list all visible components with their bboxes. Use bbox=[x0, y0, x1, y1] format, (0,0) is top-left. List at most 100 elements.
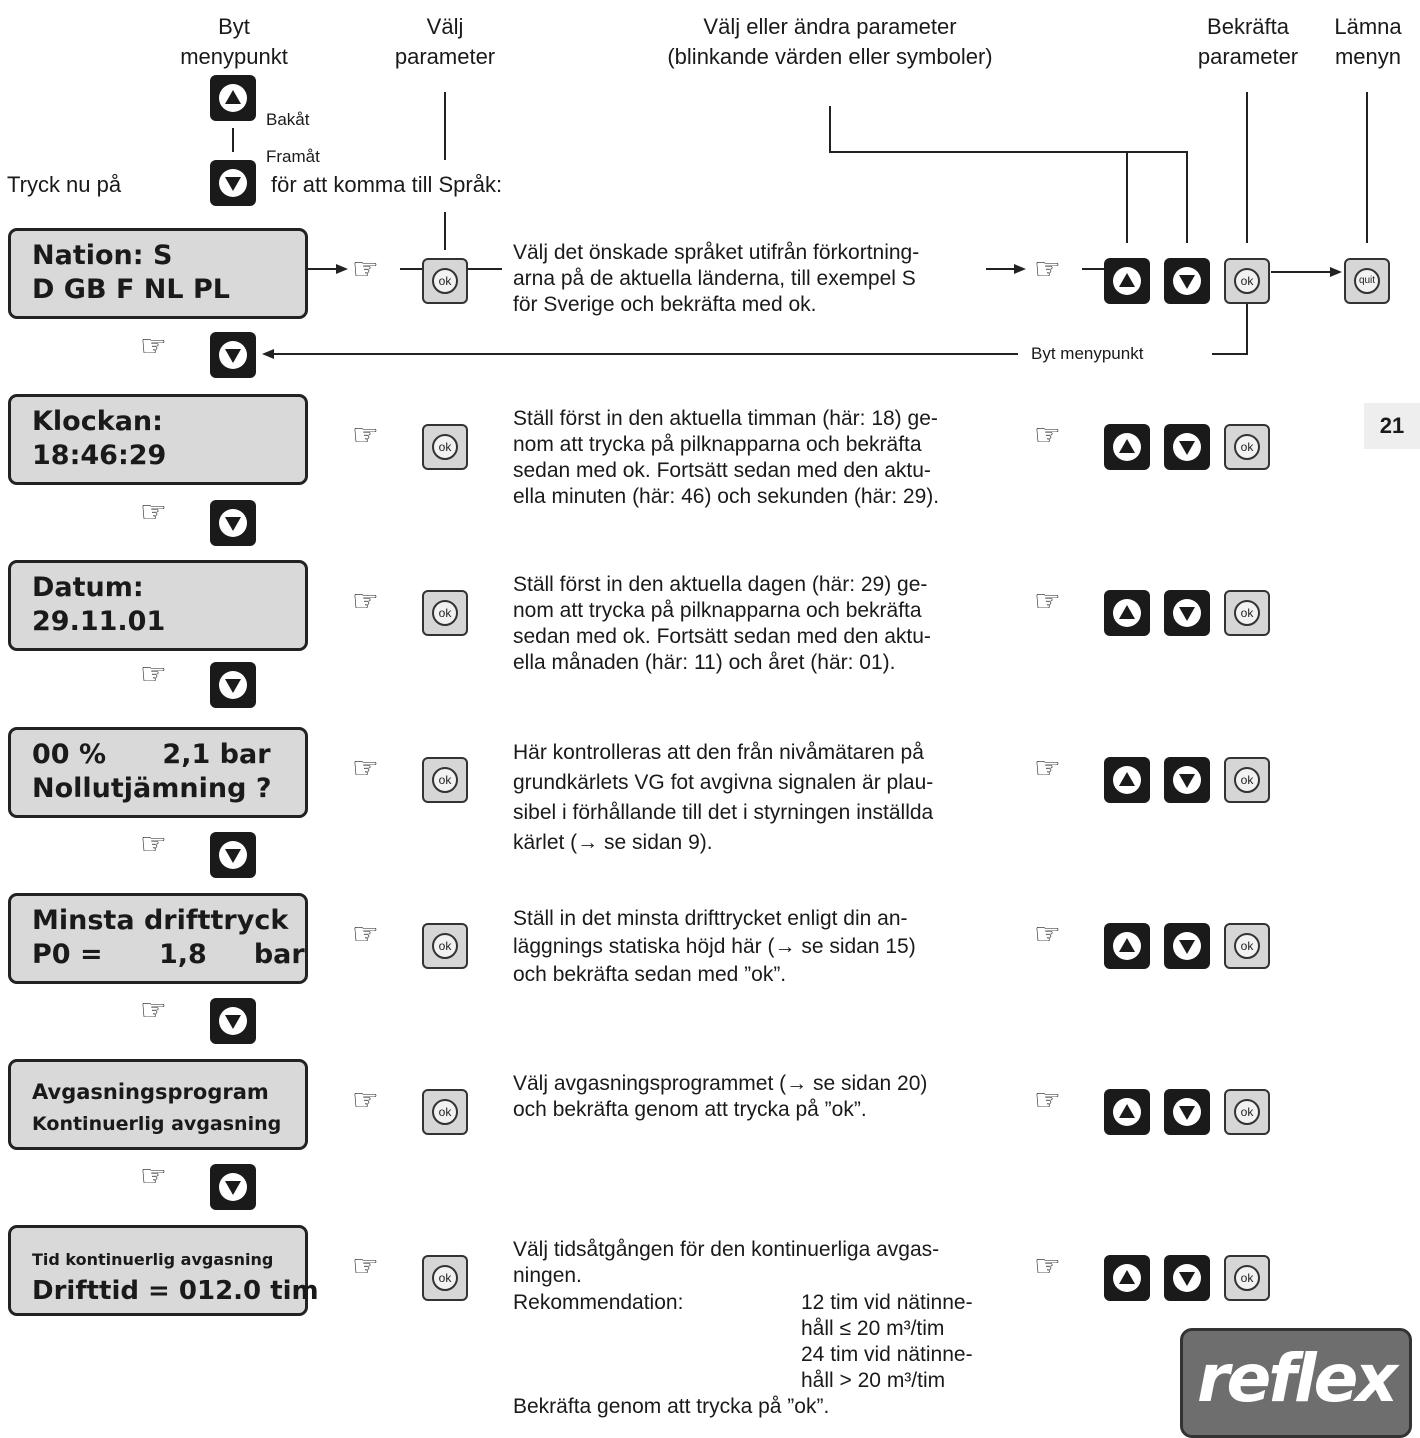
down-button[interactable] bbox=[1164, 1255, 1210, 1301]
back-label: Bakåt bbox=[266, 110, 310, 129]
display-line-1: Tid kontinuerlig avgasning bbox=[32, 1250, 274, 1269]
up-button[interactable] bbox=[1104, 1255, 1150, 1301]
arrow-down-icon bbox=[225, 349, 241, 363]
ok-button[interactable]: ok bbox=[1224, 590, 1270, 636]
down-button[interactable] bbox=[210, 832, 256, 878]
arrow-up-icon bbox=[1119, 772, 1135, 786]
display-line-2: D GB F NL PL bbox=[32, 274, 230, 305]
pointing-hand-icon: ☞ bbox=[352, 253, 379, 286]
down-button[interactable] bbox=[1164, 258, 1210, 304]
pointing-hand-icon: ☞ bbox=[352, 585, 379, 618]
arrow-down-icon bbox=[225, 1015, 241, 1029]
down-button[interactable] bbox=[210, 332, 256, 378]
ok-button[interactable]: ok bbox=[1224, 424, 1270, 470]
ok-button[interactable]: ok bbox=[422, 258, 468, 304]
ok-button[interactable]: ok bbox=[1224, 258, 1270, 304]
ok-button[interactable]: ok bbox=[422, 1089, 468, 1135]
arrow-down-icon bbox=[225, 517, 241, 531]
down-button[interactable] bbox=[1164, 923, 1210, 969]
header-line: Byt bbox=[218, 14, 250, 39]
ok-icon: ok bbox=[432, 434, 458, 460]
header-line: menyn bbox=[1334, 44, 1402, 69]
up-button[interactable] bbox=[1104, 424, 1150, 470]
display-clock: Klockan: 18:46:29 bbox=[8, 394, 308, 485]
arrow-up-icon bbox=[1119, 605, 1135, 619]
down-button[interactable] bbox=[1164, 424, 1210, 470]
pointing-hand-icon: ☞ bbox=[1034, 1250, 1061, 1283]
row-description: Här kontrolleras att den från nivåmätare… bbox=[513, 741, 934, 854]
recommendation-label: Rekommendation: bbox=[513, 1291, 684, 1314]
reflex-logo: reflex bbox=[1180, 1328, 1412, 1438]
ok-button[interactable]: ok bbox=[422, 590, 468, 636]
arrow-up-icon bbox=[1119, 938, 1135, 952]
up-button[interactable] bbox=[1104, 258, 1150, 304]
ok-button[interactable]: ok bbox=[422, 923, 468, 969]
row-description: Välj det önskade språket utifrån förkort… bbox=[513, 241, 920, 316]
ok-icon: ok bbox=[1234, 268, 1260, 294]
up-button[interactable] bbox=[210, 75, 256, 121]
ok-icon: ok bbox=[432, 1265, 458, 1291]
arrow-down-icon bbox=[225, 849, 241, 863]
switch-item-label: Byt menypunkt bbox=[1031, 344, 1144, 363]
down-button[interactable] bbox=[1164, 757, 1210, 803]
display-line-2: 18:46:29 bbox=[32, 440, 167, 471]
down-button[interactable] bbox=[1164, 1089, 1210, 1135]
arrow-down-icon bbox=[225, 177, 241, 191]
ok-icon: ok bbox=[1234, 434, 1260, 460]
display-degassing-program: Avgasningsprogram Kontinuerlig avgasning bbox=[8, 1059, 308, 1150]
up-button[interactable] bbox=[1104, 590, 1150, 636]
header-line: parameter bbox=[394, 44, 496, 69]
forward-label: Framåt bbox=[266, 147, 320, 166]
row-description: Ställ först in den aktuella timman (här:… bbox=[513, 407, 940, 508]
arrow-down-icon bbox=[1179, 1272, 1195, 1286]
ok-button[interactable]: ok bbox=[1224, 1089, 1270, 1135]
pointing-hand-icon: ☞ bbox=[1034, 419, 1061, 452]
row-description: Ställ först in den aktuella dagen (här: … bbox=[513, 573, 931, 674]
press-now-label: Tryck nu på bbox=[7, 172, 122, 197]
ok-icon: ok bbox=[432, 767, 458, 793]
pointing-hand-icon: ☞ bbox=[140, 994, 167, 1027]
down-button[interactable] bbox=[210, 160, 256, 206]
down-button[interactable] bbox=[210, 1164, 256, 1210]
up-button[interactable] bbox=[1104, 1089, 1150, 1135]
display-degassing-time: Tid kontinuerlig avgasning Drifttid = 01… bbox=[8, 1225, 319, 1316]
display-line-2: P0 = 1,8 bar bbox=[32, 939, 305, 970]
header-line: (blinkande värden eller symboler) bbox=[667, 44, 993, 69]
display-line-1: Klockan: bbox=[32, 406, 163, 437]
down-button[interactable] bbox=[210, 998, 256, 1044]
ok-button[interactable]: ok bbox=[1224, 1255, 1270, 1301]
recommendation-value: 12 tim vid nätinne- håll ≤ 20 m³/tim 24 … bbox=[801, 1291, 973, 1392]
header-switch-item: Byt menypunkt bbox=[164, 12, 304, 72]
ok-button[interactable]: ok bbox=[422, 424, 468, 470]
ok-icon: ok bbox=[432, 1099, 458, 1125]
ok-button[interactable]: ok bbox=[422, 757, 468, 803]
arrow-up-icon bbox=[1119, 439, 1135, 453]
display-line-2: Drifttid = 012.0 tim bbox=[32, 1276, 319, 1306]
ok-icon: ok bbox=[1234, 933, 1260, 959]
down-button[interactable] bbox=[210, 662, 256, 708]
down-button[interactable] bbox=[210, 500, 256, 546]
display-line-2: 29.11.01 bbox=[32, 606, 166, 637]
arrow-down-icon bbox=[1179, 607, 1195, 621]
display-min-pressure: Minsta drifttryck P0 = 1,8 bar bbox=[8, 893, 308, 984]
display-line-1: 00 % 2,1 bar bbox=[32, 739, 271, 770]
up-button[interactable] bbox=[1104, 757, 1150, 803]
pointing-hand-icon: ☞ bbox=[140, 330, 167, 363]
arrow-up-icon bbox=[1119, 1270, 1135, 1284]
ok-icon: ok bbox=[1234, 1099, 1260, 1125]
ok-icon: ok bbox=[1234, 600, 1260, 626]
ok-button[interactable]: ok bbox=[422, 1255, 468, 1301]
header-line: Bekräfta bbox=[1207, 14, 1289, 39]
quit-button[interactable]: quit bbox=[1344, 258, 1390, 304]
display-nation: Nation: S D GB F NL PL bbox=[8, 228, 308, 319]
ok-icon: ok bbox=[432, 268, 458, 294]
arrow-down-icon bbox=[1179, 940, 1195, 954]
down-button[interactable] bbox=[1164, 590, 1210, 636]
up-button[interactable] bbox=[1104, 923, 1150, 969]
header-confirm-parameter: Bekräfta parameter bbox=[1183, 12, 1313, 72]
ok-button[interactable]: ok bbox=[1224, 923, 1270, 969]
ok-button[interactable]: ok bbox=[1224, 757, 1270, 803]
arrow-down-icon bbox=[1179, 275, 1195, 289]
display-line-2: Kontinuerlig avgasning bbox=[32, 1113, 282, 1135]
confirm-text: Bekräfta genom att trycka på ”ok”. bbox=[513, 1395, 830, 1418]
